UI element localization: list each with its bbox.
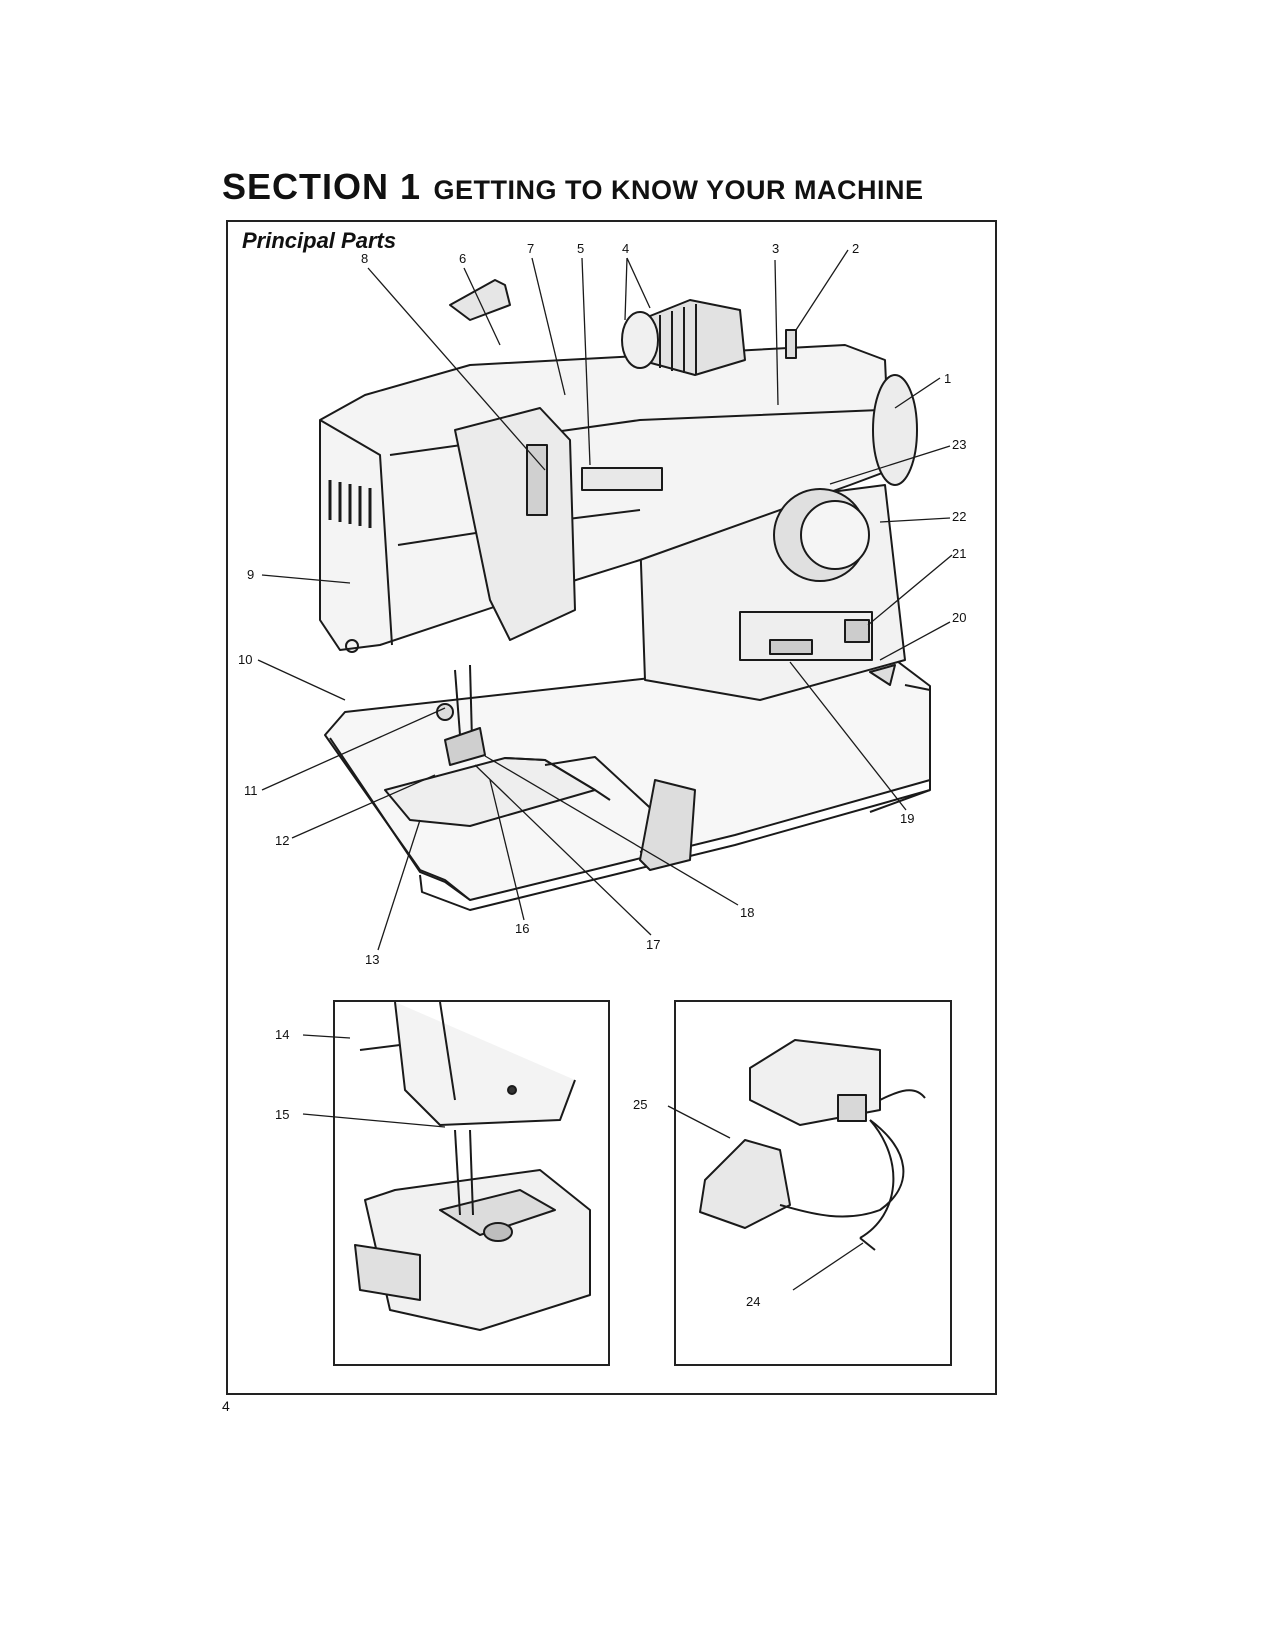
callout-15: 15 xyxy=(275,1107,290,1122)
machine-bed xyxy=(324,651,931,901)
callout-5: 5 xyxy=(577,241,585,256)
section-title: GETTING TO KNOW YOUR MACHINE xyxy=(433,175,924,205)
handwheel xyxy=(872,374,918,486)
machine-arm xyxy=(319,344,891,651)
callout-23: 23 xyxy=(952,437,967,452)
callout-2: 2 xyxy=(852,241,860,256)
callout-12: 12 xyxy=(275,833,290,848)
callout-11: 11 xyxy=(244,783,258,798)
section-label: SECTION 1 xyxy=(222,166,422,207)
callout-18: 18 xyxy=(740,905,755,920)
callout-3: 3 xyxy=(772,241,780,256)
callout-25: 25 xyxy=(633,1097,648,1112)
callout-24: 24 xyxy=(746,1294,761,1309)
callout-10: 10 xyxy=(238,652,253,667)
callout-19: 19 xyxy=(900,811,915,826)
figure-subtitle: Principal Parts xyxy=(242,228,397,253)
callout-13: 13 xyxy=(365,952,380,967)
callout-21: 21 xyxy=(952,546,967,561)
callout-1: 1 xyxy=(944,371,952,386)
figure-frame xyxy=(226,220,997,1395)
callout-17: 17 xyxy=(646,937,661,952)
callout-16: 16 xyxy=(515,921,530,936)
foot-control xyxy=(699,1139,791,1229)
callout-8: 8 xyxy=(361,251,369,266)
callout-9: 9 xyxy=(247,567,255,582)
page-number: 4 xyxy=(222,1398,230,1414)
section-heading: SECTION 1 GETTING TO KNOW YOUR MACHINE xyxy=(222,166,924,208)
callout-6: 6 xyxy=(459,251,467,266)
callout-14: 14 xyxy=(275,1027,290,1042)
callout-20: 20 xyxy=(952,610,967,625)
callout-22: 22 xyxy=(952,509,967,524)
callout-7: 7 xyxy=(527,241,535,256)
callout-4: 4 xyxy=(622,241,630,256)
